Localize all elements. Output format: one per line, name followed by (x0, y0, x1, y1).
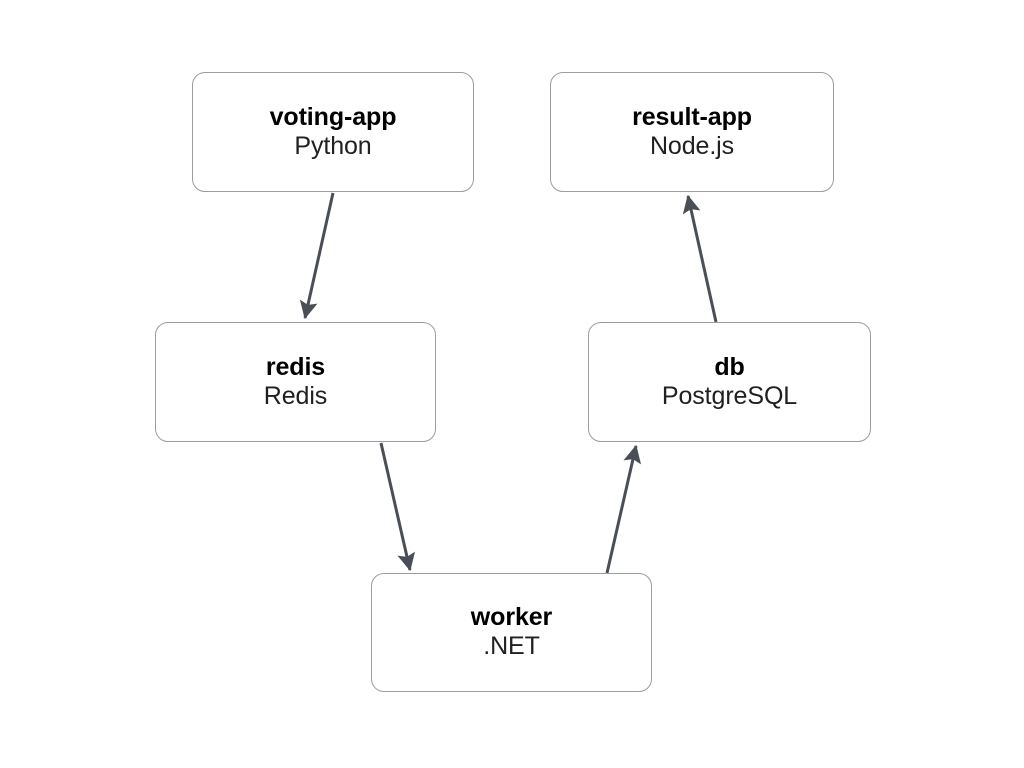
node-subtitle: Node.js (649, 131, 735, 160)
node-title: worker (470, 603, 553, 632)
node-voting-app[interactable]: voting-app Python (192, 72, 474, 192)
node-result-app[interactable]: result-app Node.js (550, 72, 834, 192)
node-subtitle: Python (294, 131, 372, 160)
node-subtitle: PostgreSQL (661, 381, 798, 410)
node-redis[interactable]: redis Redis (155, 322, 436, 442)
node-title: db (714, 352, 745, 381)
node-worker[interactable]: worker .NET (371, 573, 652, 692)
edge-voting-app-to-redis (299, 192, 335, 320)
edge-worker-to-db (605, 444, 642, 574)
edge-db-to-result-app (682, 194, 718, 323)
node-title: result-app (632, 102, 752, 131)
node-title: redis (265, 352, 326, 381)
node-db[interactable]: db PostgreSQL (588, 322, 871, 442)
node-subtitle: .NET (483, 632, 540, 661)
node-title: voting-app (269, 102, 397, 131)
edge-redis-to-worker (379, 442, 416, 572)
node-subtitle: Redis (263, 381, 328, 410)
